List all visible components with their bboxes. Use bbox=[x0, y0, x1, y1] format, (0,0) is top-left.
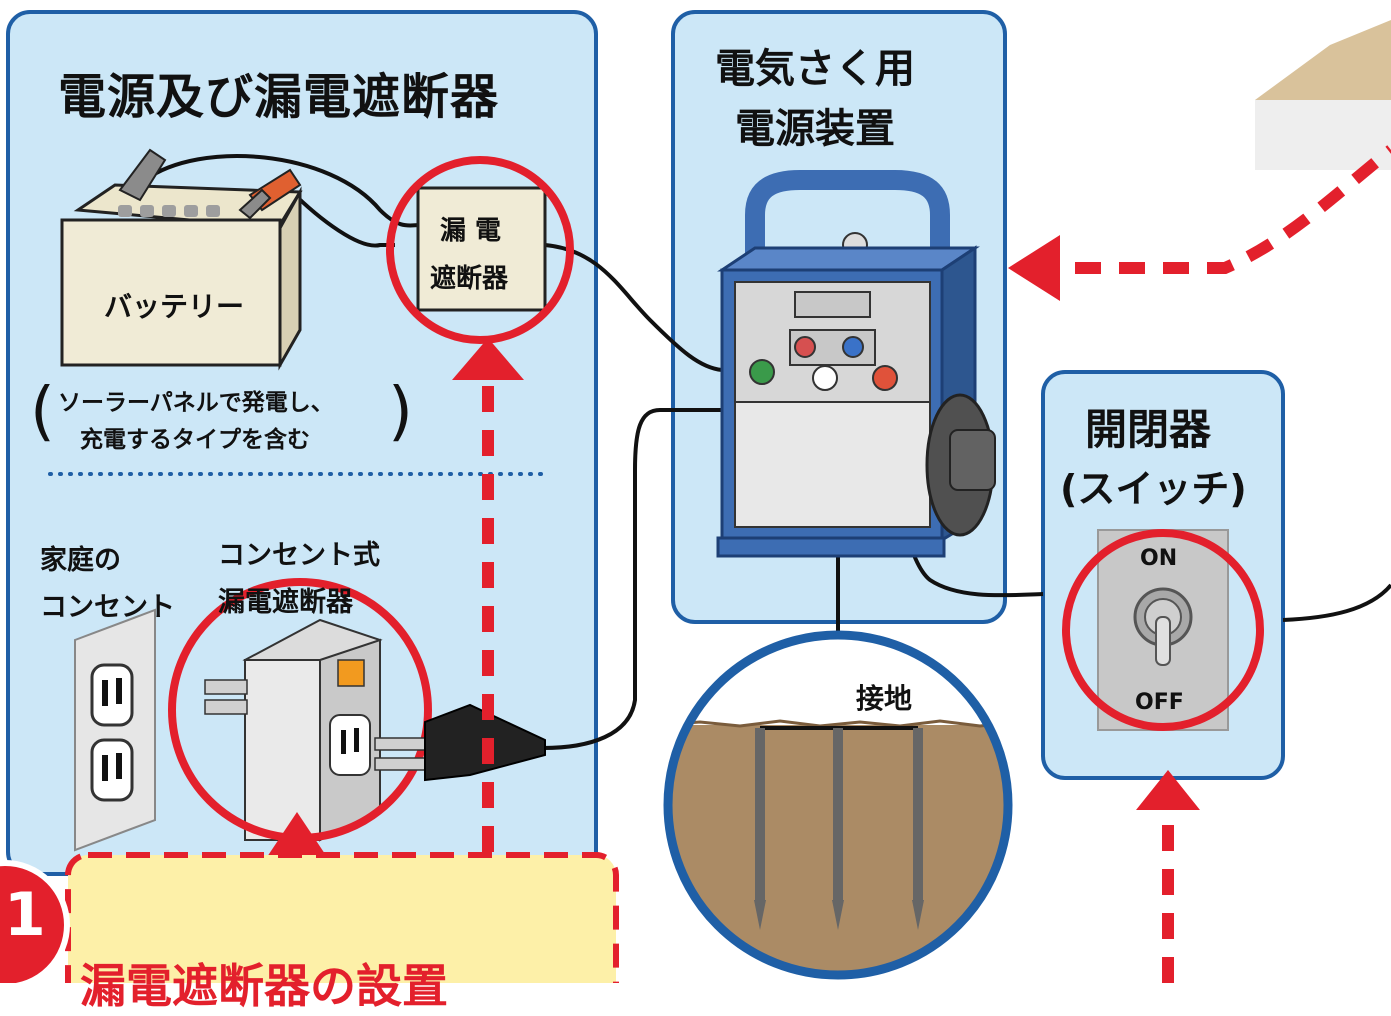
solar-note-line1: ソーラーパネルで発電し、 bbox=[58, 390, 334, 416]
battery-label: バッテリー bbox=[104, 290, 245, 323]
switch-highlight-ring bbox=[1062, 529, 1264, 731]
switch-subtitle: (スイッチ) bbox=[1060, 467, 1247, 511]
fence-power-unit-device bbox=[716, 170, 996, 558]
switch-off-label: OFF bbox=[1135, 690, 1184, 715]
step-banner bbox=[0, 852, 619, 983]
toggle-switch bbox=[1097, 529, 1229, 731]
power-source-title: 電源及び漏電遮断器 bbox=[58, 69, 500, 125]
home-outlet-label-line2: コンセント bbox=[40, 592, 175, 623]
outlet-breaker-device bbox=[204, 618, 383, 842]
fence-unit-title-line2: 電源装置 bbox=[735, 106, 895, 152]
home-outlet-label-line1: 家庭の bbox=[40, 545, 121, 576]
breaker-label-line2: 遮断器 bbox=[430, 264, 509, 294]
outlet-breaker-label-line2: 漏電遮断器 bbox=[218, 587, 353, 618]
step-banner-text: 漏電遮断器の設置 bbox=[80, 959, 448, 1013]
red-arrowheads bbox=[265, 235, 1200, 860]
breaker-box bbox=[416, 186, 547, 312]
ground-label: 接地 bbox=[856, 682, 913, 715]
solar-note-open-paren: ( bbox=[30, 375, 55, 449]
step-number: 1 bbox=[4, 880, 46, 950]
solar-note-line2: 充電するタイプを含む bbox=[80, 427, 310, 453]
battery bbox=[60, 148, 303, 371]
breaker-label-line1: 漏 電 bbox=[440, 216, 502, 246]
ground-illustration bbox=[663, 630, 1013, 980]
background-roof bbox=[1255, 20, 1391, 170]
switch-title: 開閉器 bbox=[1085, 405, 1212, 454]
outlet-breaker-label-line1: コンセント式 bbox=[218, 540, 380, 571]
fence-unit-title-line1: 電気さく用 bbox=[715, 46, 915, 92]
switch-on-label: ON bbox=[1140, 546, 1178, 571]
wall-outlet bbox=[74, 608, 156, 852]
breaker-highlight-ring bbox=[386, 156, 574, 344]
solar-note-close-paren: ) bbox=[388, 375, 413, 449]
